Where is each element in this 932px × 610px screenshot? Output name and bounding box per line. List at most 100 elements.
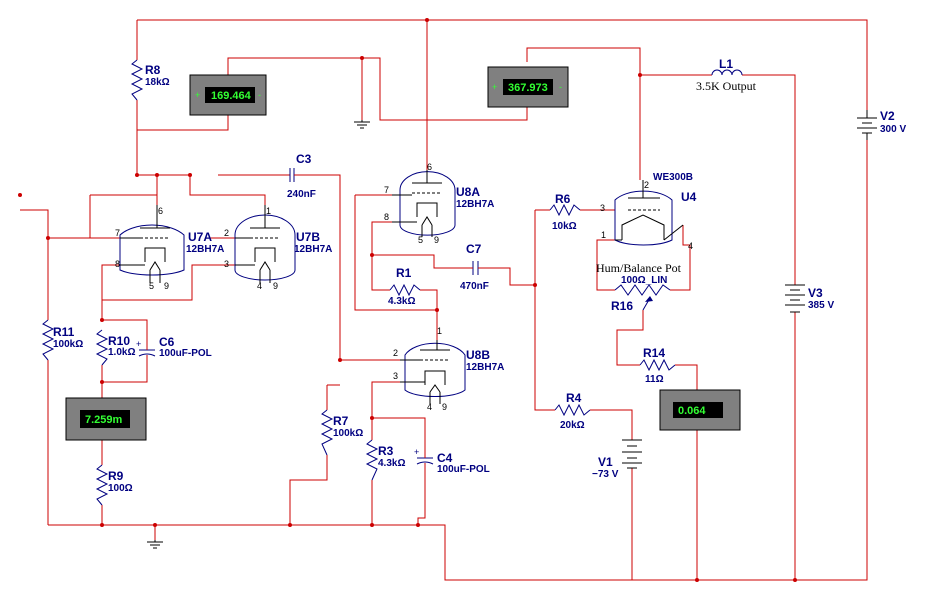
svg-text:3: 3 [600,203,605,213]
svg-text:12BH7A: 12BH7A [456,199,494,210]
svg-text:R10: R10 [108,334,130,348]
svg-text:+: + [414,447,419,457]
svg-text:12BH7A: 12BH7A [294,244,332,255]
svg-text:V1: V1 [598,455,613,469]
svg-text:8: 8 [115,259,120,269]
svg-text:R11: R11 [53,325,75,339]
svg-text:385 V: 385 V [808,300,834,311]
svg-text:R3: R3 [378,444,394,458]
svg-text:100kΩ: 100kΩ [333,428,363,439]
inductor-l1[interactable]: L1 3.5K Output [696,57,757,93]
svg-text:C3: C3 [296,152,312,166]
resistor-r3[interactable]: R3 4.3kΩ [365,439,405,481]
voltmeter-mid[interactable]: 367.973 + - [487,66,569,108]
svg-text:12BH7A: 12BH7A [466,362,504,373]
svg-text:-: - [258,90,261,100]
resistor-r14[interactable]: R14 11Ω [639,346,676,385]
svg-text:U7A: U7A [188,230,212,244]
resistor-r11[interactable]: R11 100kΩ [41,319,83,361]
ground-symbol-bottom [147,540,163,549]
svg-text:8: 8 [384,212,389,222]
svg-text:+: + [492,82,497,92]
svg-text:4.3kΩ: 4.3kΩ [388,296,415,307]
svg-text:9: 9 [442,402,447,412]
svg-text:100uF-POL: 100uF-POL [437,464,490,475]
svg-text:12BH7A: 12BH7A [186,244,224,255]
svg-text:V3: V3 [808,286,823,300]
battery-v3[interactable]: V3 385 V [785,284,834,313]
svg-text:U8A: U8A [456,185,480,199]
svg-text:-: - [559,82,562,92]
meter-top-value: 169.464 [211,90,252,102]
svg-text:4: 4 [257,281,262,291]
svg-text:1: 1 [266,206,271,216]
svg-text:3.5K Output: 3.5K Output [696,79,757,93]
ammeter-right[interactable]: 0.064 [659,389,741,431]
tube-u7b[interactable]: 1 2 3 4 9 U7B 12BH7A [224,205,332,291]
resistor-r9[interactable]: R9 100Ω [95,464,133,506]
resistor-r8[interactable]: R8 18kΩ [130,59,170,101]
svg-text:+: + [136,339,141,349]
svg-text:R14: R14 [643,346,665,360]
battery-v2[interactable]: V2 300 V [857,109,906,140]
svg-text:R4: R4 [566,391,582,405]
svg-text:L1: L1 [719,57,733,71]
svg-text:2: 2 [393,348,398,358]
svg-text:WE300B: WE300B [653,172,693,183]
svg-text:R8: R8 [145,63,161,77]
svg-text:R6: R6 [555,192,571,206]
svg-text:U7B: U7B [296,230,320,244]
svg-text:7: 7 [115,228,120,238]
svg-text:7: 7 [384,185,389,195]
svg-text:9: 9 [164,281,169,291]
resistor-r1[interactable]: R1 4.3kΩ [388,266,421,307]
svg-text:1.0kΩ: 1.0kΩ [108,347,135,358]
voltmeter-top[interactable]: 169.464 + - [189,74,267,116]
svg-text:100kΩ: 100kΩ [53,339,83,350]
svg-text:9: 9 [434,235,439,245]
svg-text:10kΩ: 10kΩ [552,221,577,232]
svg-text:C6: C6 [159,335,175,349]
capacitor-c6[interactable]: + C6 100uF-POL [136,335,212,368]
svg-text:9: 9 [273,281,278,291]
meter-mid-value: 367.973 [508,82,548,94]
svg-text:240nF: 240nF [287,189,316,200]
battery-v1[interactable]: V1 −73 V [592,439,642,480]
svg-text:V2: V2 [880,109,895,123]
tube-u8a[interactable]: 6 7 8 5 9 U8A 12BH7A [384,162,494,245]
capacitor-c7[interactable]: C7 470nF [460,242,490,292]
svg-text:R7: R7 [333,414,349,428]
svg-text:6: 6 [158,206,163,216]
capacitor-c4[interactable]: + C4 100uF-POL [414,447,490,478]
svg-text:6: 6 [427,162,432,172]
svg-text:1: 1 [601,230,606,240]
potentiometer-r16[interactable]: Hum/Balance Pot 100Ω_LIN R16 [596,261,682,313]
capacitor-c3[interactable]: C3 240nF [287,152,316,200]
svg-text:100Ω_LIN: 100Ω_LIN [621,275,667,286]
junction-dots [18,18,797,582]
svg-text:18kΩ: 18kΩ [145,77,170,88]
tube-u4[interactable]: 2 3 1 4 WE300B U4 [600,172,697,251]
svg-text:Hum/Balance Pot: Hum/Balance Pot [596,261,682,275]
resistor-r10[interactable]: R10 1.0kΩ [95,329,135,366]
tube-u8b[interactable]: 1 2 3 4 9 U8B 12BH7A [393,326,504,412]
svg-text:C7: C7 [466,242,482,256]
svg-text:3: 3 [393,371,398,381]
svg-text:470nF: 470nF [460,281,489,292]
resistor-r4[interactable]: R4 20kΩ [554,391,591,431]
svg-text:3: 3 [224,259,229,269]
svg-text:100Ω: 100Ω [108,483,133,494]
svg-text:U8B: U8B [466,348,490,362]
svg-text:4.3kΩ: 4.3kΩ [378,458,405,469]
resistor-r6[interactable]: R6 10kΩ [549,192,581,232]
svg-text:300 V: 300 V [880,124,906,135]
ammeter-left[interactable]: 7.259m [65,397,147,441]
svg-text:C4: C4 [437,451,453,465]
tube-u7a[interactable]: 6 7 8 5 9 U7A 12BH7A [115,205,224,291]
svg-text:5: 5 [418,235,423,245]
svg-text:U4: U4 [681,190,697,204]
resistor-r7[interactable]: R7 100kΩ [320,409,363,456]
meter-right-value: 0.064 [678,405,706,417]
svg-text:R1: R1 [396,266,412,280]
